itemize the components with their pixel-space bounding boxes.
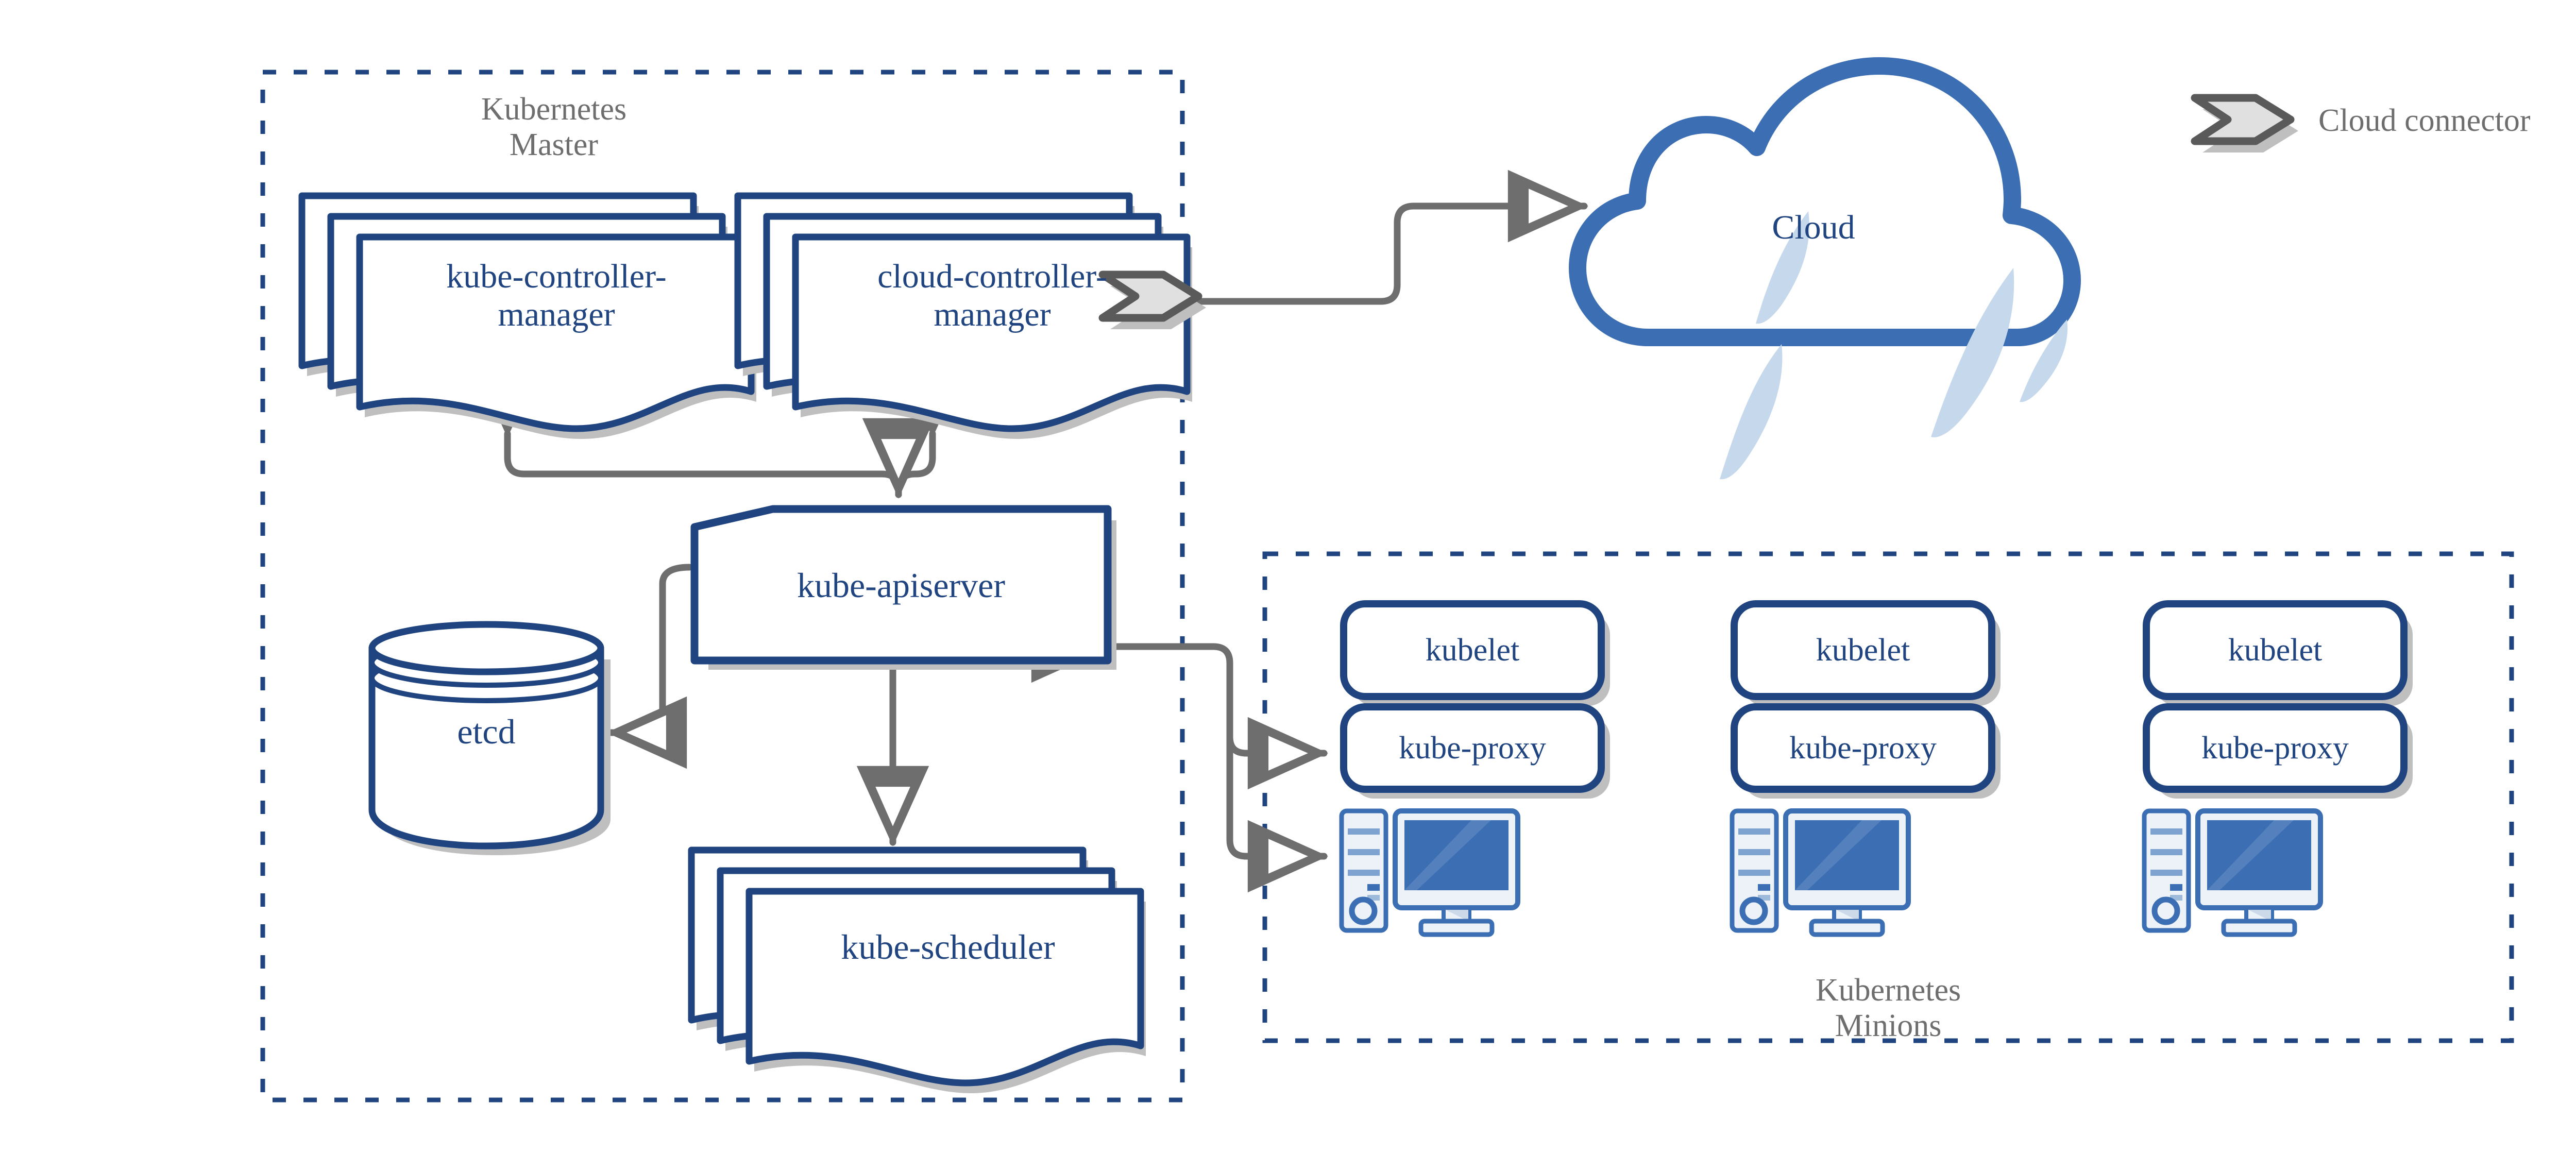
kube-proxy-box[interactable] [1340,703,1605,793]
edge-kcm-to-apiserver [471,357,902,498]
cloud-accent-shapes [1720,211,2068,480]
kube-apiserver-shape [690,505,1112,665]
kubernetes-minions-zone-border [1262,551,2514,1043]
legend-cloud-connector-icon [2195,98,2298,152]
edge-apiserver-to-kubelet [1031,610,1328,790]
kubernetes-master-zone-border [260,70,1185,1103]
kubelet-box[interactable] [1731,600,1995,700]
etcd-node[interactable] [368,621,611,855]
etcd-ring-1 [368,621,604,675]
cloud-shape[interactable] [1569,57,2081,480]
minion-1[interactable] [1340,600,1610,935]
kube-scheduler-node[interactable] [691,850,1146,1093]
minion-2[interactable] [1731,600,2001,935]
connector-lines [471,169,1588,893]
desktop-computer-icon [2144,811,2320,935]
kubelet-box[interactable] [1340,600,1605,700]
kube-controller-manager-node[interactable] [302,196,756,439]
edge-ccm-to-apiserver [862,357,969,499]
edge-apiserver-to-etcd [606,531,766,769]
kube-proxy-box[interactable] [1731,703,1995,793]
desktop-computer-icon [1342,811,1518,935]
edge-apiserver-to-kube-proxy [1226,733,1328,893]
desktop-computer-icon [1732,811,1908,935]
cloud-outline [1569,57,2081,346]
kubelet-box[interactable] [2143,600,2408,700]
kube-proxy-box[interactable] [2143,703,2408,793]
edge-ccm-to-cloud [1153,169,1588,305]
minion-3[interactable] [2143,600,2413,935]
kube-apiserver-node[interactable] [690,505,1116,670]
